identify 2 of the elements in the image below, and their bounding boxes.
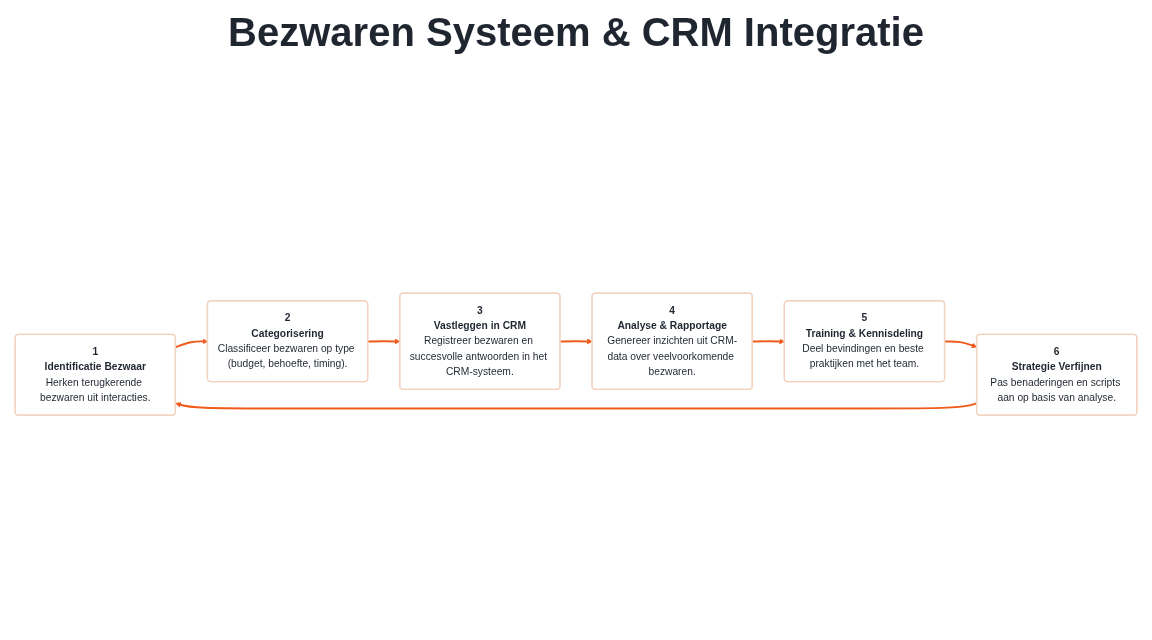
diagram-title: Bezwaren Systeem & CRM Integratie [227, 10, 925, 56]
arrow [559, 338, 593, 345]
